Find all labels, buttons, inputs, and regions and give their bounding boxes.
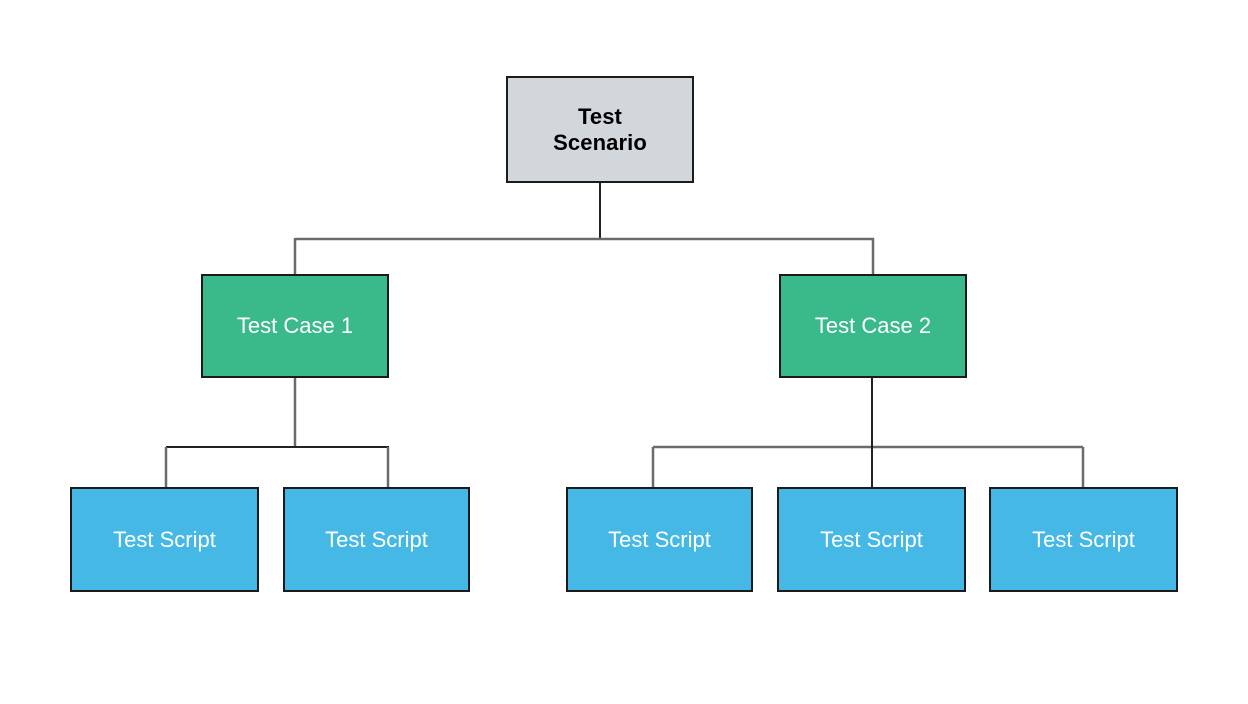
node-test-script-4-label: Test Script <box>820 526 923 552</box>
node-test-scenario-label: Test Scenario <box>553 103 647 155</box>
node-test-case-2-label: Test Case 2 <box>814 313 932 339</box>
node-test-script-5-label: Test Script <box>1032 526 1135 552</box>
node-test-case-1[interactable]: Test Case 1 <box>201 274 389 378</box>
node-test-script-2[interactable]: Test Script <box>283 487 470 592</box>
node-test-case-2[interactable]: Test Case 2 <box>779 274 967 378</box>
node-test-script-5[interactable]: Test Script <box>989 487 1178 592</box>
node-test-script-1-label: Test Script <box>113 526 216 552</box>
node-test-script-2-label: Test Script <box>325 526 428 552</box>
node-test-scenario[interactable]: Test Scenario <box>506 76 694 183</box>
node-test-script-3-label: Test Script <box>608 526 711 552</box>
node-test-script-4[interactable]: Test Script <box>777 487 966 592</box>
node-test-script-1[interactable]: Test Script <box>70 487 259 592</box>
node-test-script-3[interactable]: Test Script <box>566 487 753 592</box>
node-test-case-1-label: Test Case 1 <box>236 313 354 339</box>
